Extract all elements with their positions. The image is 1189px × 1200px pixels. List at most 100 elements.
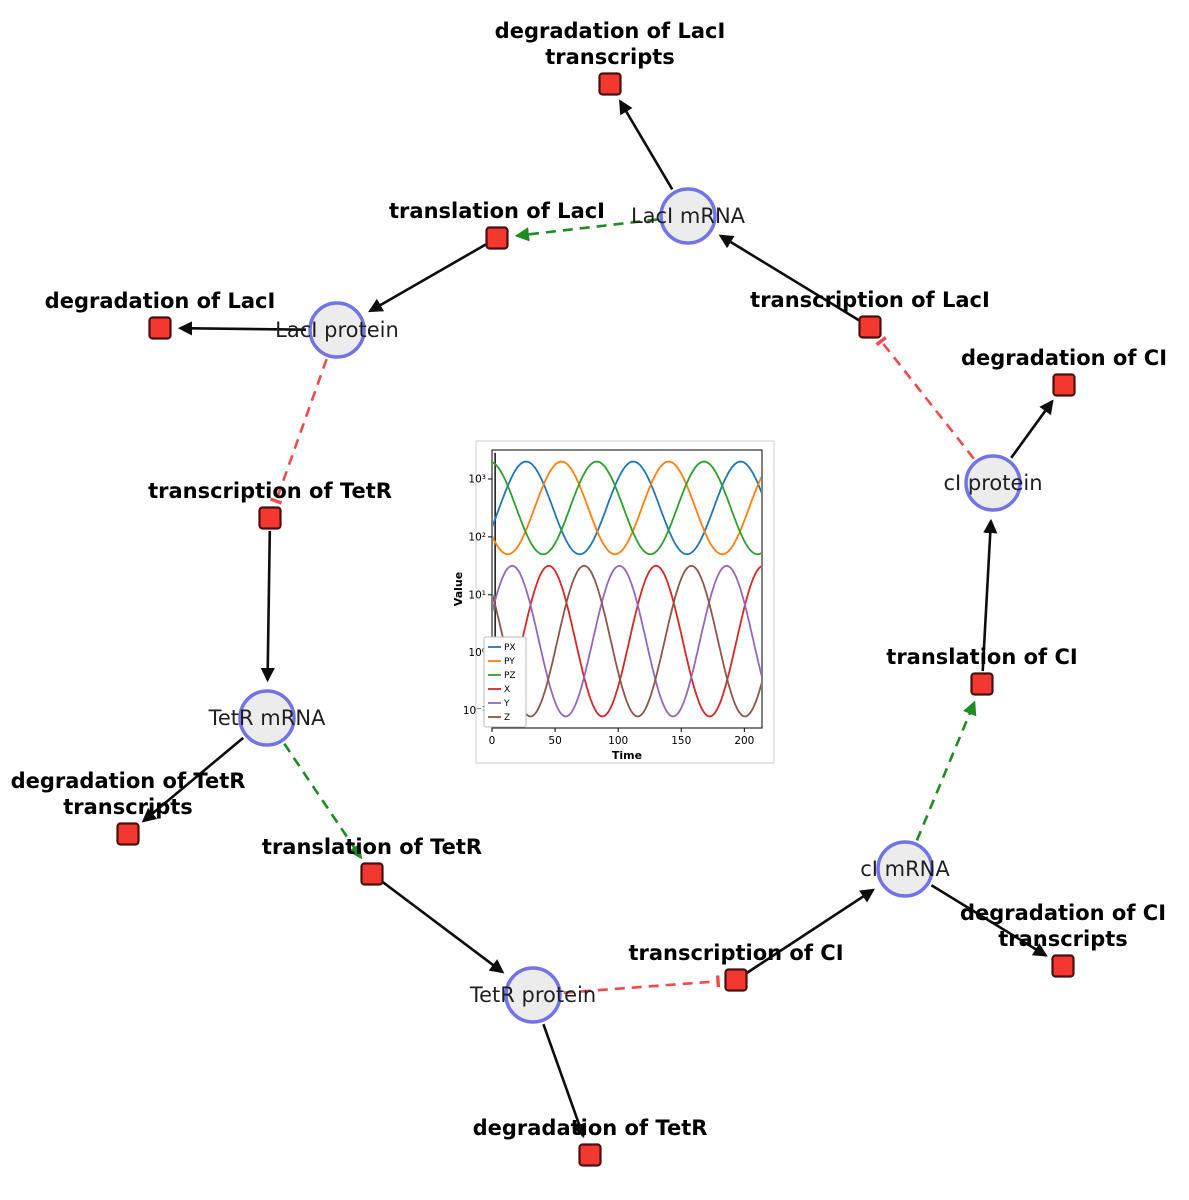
edge-translation-ci-to-ci-protein bbox=[981, 518, 998, 672]
reaction-square-deg-laci-tx[interactable] bbox=[598, 72, 622, 96]
reaction-label-line: translation of CI bbox=[886, 645, 1077, 669]
x-tick-label: 200 bbox=[734, 735, 754, 747]
reaction-node-translation-ci[interactable]: translation of CI bbox=[886, 645, 1078, 696]
reaction-label-transcription-laci: transcription of LacI bbox=[750, 288, 990, 312]
reaction-square-transcription-laci[interactable] bbox=[858, 315, 882, 339]
reaction-label-translation-ci: translation of CI bbox=[886, 645, 1077, 669]
reaction-square-deg-tetr[interactable] bbox=[578, 1143, 602, 1167]
species-circle-tetr-protein[interactable] bbox=[504, 966, 562, 1024]
reaction-node-transcription-tetr[interactable]: transcription of TetR bbox=[148, 479, 392, 530]
reaction-square-transcription-tetr[interactable] bbox=[258, 506, 282, 530]
edge-tetr-protein-to-deg-tetr bbox=[542, 1023, 586, 1139]
series-line-X bbox=[493, 564, 761, 718]
plot-area bbox=[491, 449, 763, 729]
species-circle-laci-protein[interactable] bbox=[308, 301, 366, 359]
species-node-ci-protein[interactable]: cI protein bbox=[943, 454, 1043, 512]
reaction-node-transcription-ci[interactable]: transcription of CI bbox=[628, 941, 844, 992]
x-tick-label: 150 bbox=[671, 735, 691, 747]
reaction-label-line: degradation of LacI bbox=[495, 19, 726, 43]
reaction-label-deg-laci: degradation of LacI bbox=[45, 289, 276, 313]
reaction-square-translation-ci[interactable] bbox=[970, 672, 994, 696]
species-node-laci-protein[interactable]: LacI protein bbox=[275, 301, 399, 359]
reaction-square-translation-laci[interactable] bbox=[485, 226, 509, 250]
reaction-label-line: translation of LacI bbox=[389, 199, 605, 223]
reaction-label-line: transcripts bbox=[998, 927, 1128, 951]
reaction-node-deg-tetr[interactable]: degradation of TetR bbox=[473, 1116, 708, 1167]
series-line-PY bbox=[493, 460, 761, 556]
x-tick-label: 100 bbox=[608, 735, 628, 747]
reaction-label-line: degradation of TetR bbox=[11, 769, 246, 793]
reaction-square-deg-laci[interactable] bbox=[148, 316, 172, 340]
reaction-label-line: degradation of LacI bbox=[45, 289, 276, 313]
y-axis-label: Value bbox=[452, 572, 465, 606]
reaction-label-line: transcription of LacI bbox=[750, 288, 990, 312]
edge-laci-mrna-to-deg-laci-tx bbox=[619, 99, 674, 190]
edge-translation-laci-to-laci-protein bbox=[368, 243, 487, 313]
y-tick-label: 10¹ bbox=[468, 589, 486, 601]
species-label-laci-protein: LacI protein bbox=[275, 318, 399, 342]
edge-tetr-protein-to-transcription-ci bbox=[563, 975, 721, 995]
species-circle-tetr-mrna[interactable] bbox=[238, 689, 296, 747]
species-label-tetr-protein: TetR protein bbox=[469, 983, 596, 1007]
edge-ci-mrna-to-translation-ci bbox=[915, 700, 977, 841]
reaction-square-transcription-ci[interactable] bbox=[724, 968, 748, 992]
y-tick-label: 10² bbox=[468, 531, 486, 543]
reaction-square-deg-ci-tx[interactable] bbox=[1051, 954, 1075, 978]
species-circle-ci-mrna[interactable] bbox=[876, 840, 934, 898]
reaction-label-line: transcripts bbox=[545, 45, 675, 69]
species-node-ci-mrna[interactable]: cI mRNA bbox=[860, 840, 950, 898]
legend-label-Y: Y bbox=[503, 699, 510, 709]
reaction-label-line: transcripts bbox=[63, 795, 193, 819]
reaction-node-transcription-laci[interactable]: transcription of LacI bbox=[750, 288, 990, 339]
reaction-label-line: transcription of CI bbox=[628, 941, 843, 965]
reaction-label-line: degradation of CI bbox=[961, 346, 1167, 370]
legend-label-PX: PX bbox=[504, 643, 516, 653]
edge-tetr-mrna-to-translation-tetr bbox=[283, 742, 363, 860]
edge-laci-mrna-to-translation-laci bbox=[514, 218, 658, 242]
reaction-node-deg-laci[interactable]: degradation of LacI bbox=[45, 289, 276, 340]
reaction-node-translation-laci[interactable]: translation of LacI bbox=[389, 199, 605, 250]
species-node-tetr-protein[interactable]: TetR protein bbox=[469, 966, 596, 1024]
species-circle-ci-protein[interactable] bbox=[964, 454, 1022, 512]
reaction-label-transcription-ci: transcription of CI bbox=[628, 941, 843, 965]
reaction-square-translation-tetr[interactable] bbox=[360, 862, 384, 886]
reaction-label-translation-tetr: translation of TetR bbox=[262, 835, 482, 859]
series-line-PX bbox=[493, 460, 761, 556]
edge-ci-protein-to-deg-ci bbox=[1010, 399, 1054, 459]
y-tick-label: 10³ bbox=[468, 473, 486, 485]
y-tick-label: 10⁰ bbox=[468, 647, 486, 659]
edge-transcription-ci-to-ci-mrna bbox=[746, 888, 876, 974]
species-label-ci-protein: cI protein bbox=[943, 471, 1042, 495]
reaction-label-line: translation of TetR bbox=[262, 835, 482, 859]
reaction-node-translation-tetr[interactable]: translation of TetR bbox=[262, 835, 482, 886]
reaction-label-line: transcription of TetR bbox=[148, 479, 392, 503]
reaction-square-deg-tetr-tx[interactable] bbox=[116, 822, 140, 846]
series-line-Y bbox=[493, 564, 761, 718]
legend-label-PY: PY bbox=[504, 657, 515, 667]
species-label-ci-mrna: cI mRNA bbox=[860, 857, 950, 881]
reaction-label-line: degradation of CI bbox=[960, 901, 1166, 925]
reaction-label-line: degradation of TetR bbox=[473, 1116, 708, 1140]
edge-transcription-laci-to-laci-mrna bbox=[718, 234, 860, 322]
x-axis-label: Time bbox=[612, 749, 642, 762]
species-node-laci-mrna[interactable]: LacI mRNA bbox=[631, 187, 746, 245]
series-line-Z bbox=[493, 564, 761, 718]
reaction-square-deg-ci[interactable] bbox=[1052, 373, 1076, 397]
edge-translation-tetr-to-tetr-protein bbox=[381, 880, 505, 974]
species-circle-laci-mrna[interactable] bbox=[659, 187, 717, 245]
species-node-tetr-mrna[interactable]: TetR mRNA bbox=[208, 689, 326, 747]
reaction-label-transcription-tetr: transcription of TetR bbox=[148, 479, 392, 503]
edges-layer bbox=[141, 99, 1054, 1139]
legend-label-X: X bbox=[504, 685, 510, 695]
reaction-node-deg-ci[interactable]: degradation of CI bbox=[961, 346, 1167, 397]
